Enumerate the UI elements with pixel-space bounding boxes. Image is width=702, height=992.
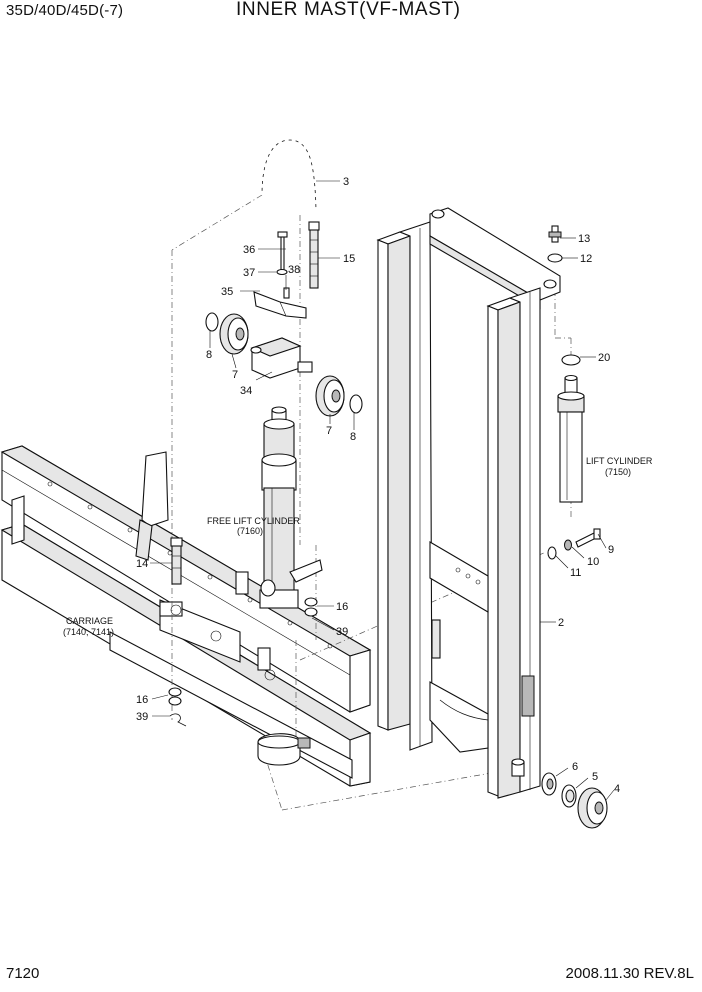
page-number: 7120 — [6, 965, 40, 982]
roller-right — [315, 375, 363, 417]
bracket-35 — [253, 291, 307, 319]
lift-cylinder — [557, 354, 585, 503]
carriage-bolt-holes — [47, 481, 333, 649]
nuts-16-upper — [304, 597, 318, 617]
carriage — [0, 445, 372, 787]
callout-6: 6 — [572, 761, 578, 773]
callout-35: 35 — [221, 286, 233, 298]
callout-39-upper: 39 — [336, 626, 348, 638]
callout-8-right: 8 — [350, 431, 356, 443]
callout-16-lower: 16 — [136, 694, 148, 706]
chain-anchor-bolt-15 — [308, 221, 320, 289]
callout-13: 13 — [578, 233, 590, 245]
inner-mast — [376, 207, 561, 799]
callout-36: 36 — [243, 244, 255, 256]
anchor-bolt-14 — [170, 537, 183, 585]
bolt-9 — [575, 528, 601, 548]
callout-4: 4 — [614, 783, 620, 795]
note-free-lift-cylinder: FREE LIFT CYLINDER — [207, 516, 300, 526]
callout-34: 34 — [240, 385, 252, 397]
bolt-36 — [277, 231, 288, 271]
note-lift-cylinder-ref: (7150) — [605, 467, 631, 477]
model-number: 35D/40D/45D(-7) — [6, 2, 124, 19]
callout-16-upper: 16 — [336, 601, 348, 613]
callout-15: 15 — [343, 253, 355, 265]
callout-12: 12 — [580, 253, 592, 265]
callout-10: 10 — [587, 556, 599, 568]
callout-14: 14 — [136, 558, 148, 570]
callout-7-left: 7 — [232, 369, 238, 381]
roller-shaft-34 — [250, 337, 313, 379]
roller-left — [205, 312, 249, 355]
pin-38 — [283, 287, 290, 299]
note-carriage: CARRIAGE — [66, 616, 113, 626]
callout-numbers: 3 36 15 37 38 35 8 7 34 7 8 13 12 20 9 1… — [136, 176, 620, 795]
note-lift-cylinder: LIFT CYLINDER — [586, 456, 653, 466]
washer-11 — [547, 546, 557, 560]
free-lift-cylinder — [257, 406, 323, 766]
callout-5: 5 — [592, 771, 598, 783]
callout-11: 11 — [570, 567, 581, 579]
washer-37 — [276, 268, 288, 276]
lift-chain — [260, 138, 318, 211]
mast-roller-set — [541, 772, 608, 829]
callout-39-lower: 39 — [136, 711, 148, 723]
callout-9: 9 — [608, 544, 614, 556]
washer-12 — [547, 253, 563, 263]
o-ring-20 — [561, 354, 581, 366]
assembly-notes: LIFT CYLINDER (7150) FREE LIFT CYLINDER … — [63, 456, 653, 637]
callout-38: 38 — [288, 264, 300, 276]
revision-date: 2008.11.30 REV.8L — [565, 965, 694, 982]
callout-20: 20 — [598, 352, 610, 364]
callout-8-left: 8 — [206, 349, 212, 361]
note-free-lift-cylinder-ref: (7160) — [237, 526, 263, 536]
callout-7-right: 7 — [326, 425, 332, 437]
cotter-pin-39 — [169, 713, 187, 727]
leader-lines — [150, 180, 615, 801]
callout-3: 3 — [343, 176, 349, 188]
bolt-13 — [548, 225, 562, 243]
nuts-16-lower — [168, 687, 182, 706]
callout-37: 37 — [243, 267, 255, 279]
washer-10 — [564, 539, 572, 551]
note-carriage-ref: (7140, 7141) — [63, 627, 114, 637]
page-title: INNER MAST(VF-MAST) — [236, 0, 461, 20]
callout-2: 2 — [558, 617, 564, 629]
